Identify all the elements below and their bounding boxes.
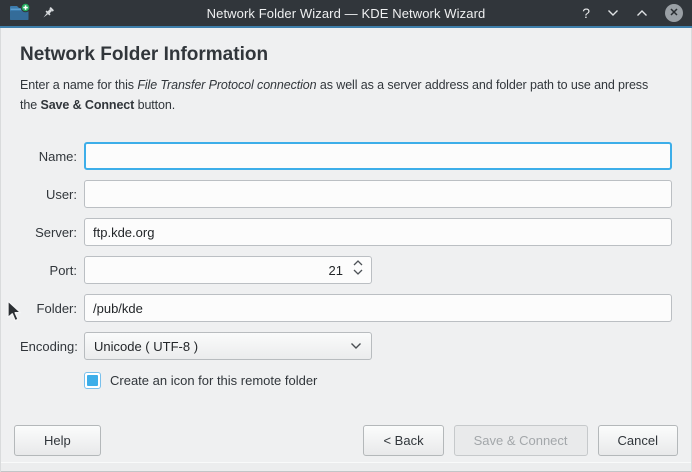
description-text: button. (134, 97, 176, 112)
description-text: as well as a server address and folder p… (20, 78, 649, 112)
titlebar-left-icons (9, 2, 55, 23)
server-input[interactable] (84, 218, 672, 246)
folder-input[interactable] (84, 294, 672, 322)
back-button[interactable]: < Back (363, 425, 444, 456)
description-save-connect-bold: Save & Connect (40, 97, 135, 112)
server-label: Server: (35, 224, 77, 240)
port-input[interactable] (84, 256, 372, 284)
titlebar-accent-line (0, 26, 692, 28)
description-text: Enter a name for this (20, 78, 138, 92)
window-bottom-border (1, 462, 691, 471)
minimize-icon[interactable] (607, 9, 619, 17)
description: Enter a name for this File Transfer Prot… (20, 76, 672, 115)
mouse-cursor (6, 300, 24, 329)
port-step-up-button[interactable] (353, 260, 363, 266)
folder-label: Folder: (36, 300, 77, 316)
connection-form: Name: User: Server: Port: Folder: (20, 142, 672, 389)
create-icon-checkbox-row[interactable]: Create an icon for this remote folder (84, 371, 672, 389)
wizard-page: Network Folder Information Enter a name … (0, 44, 692, 389)
encoding-selected-value: Unicode ( UTF-8 ) (94, 338, 199, 354)
maximize-icon[interactable] (636, 9, 648, 17)
description-protocol-emphasis: File Transfer Protocol connection (137, 78, 317, 92)
window-title: Network Folder Wizard — KDE Network Wiza… (206, 5, 486, 21)
encoding-label: Encoding: (20, 338, 78, 354)
help-icon[interactable]: ? (582, 5, 590, 21)
titlebar: Network Folder Wizard — KDE Network Wiza… (0, 0, 692, 26)
port-step-down-button[interactable] (353, 269, 363, 275)
encoding-select[interactable]: Unicode ( UTF-8 ) (84, 332, 372, 360)
port-label: Port: (49, 262, 77, 278)
name-label: Name: (38, 148, 77, 164)
chevron-down-icon (350, 342, 362, 350)
user-label: User: (45, 186, 77, 202)
pin-icon[interactable] (41, 6, 55, 20)
footer-right-buttons: < Back Save & Connect Cancel (363, 425, 678, 456)
save-and-connect-button[interactable]: Save & Connect (453, 425, 588, 456)
help-button[interactable]: Help (14, 425, 101, 456)
close-icon[interactable]: ✕ (665, 4, 683, 22)
name-input[interactable] (84, 142, 672, 170)
titlebar-controls: ? ✕ (582, 4, 683, 22)
page-title: Network Folder Information (20, 44, 269, 65)
port-spin-buttons (353, 260, 363, 275)
port-spinbox (84, 256, 372, 284)
create-icon-checkbox-label: Create an icon for this remote folder (110, 372, 318, 388)
user-input[interactable] (84, 180, 672, 208)
cancel-button[interactable]: Cancel (597, 425, 678, 456)
checkbox-checked-mark (87, 374, 98, 386)
dialog-button-box: Help < Back Save & Connect Cancel (14, 425, 678, 456)
create-icon-checkbox[interactable] (84, 371, 101, 389)
new-network-folder-app-icon (9, 2, 31, 23)
